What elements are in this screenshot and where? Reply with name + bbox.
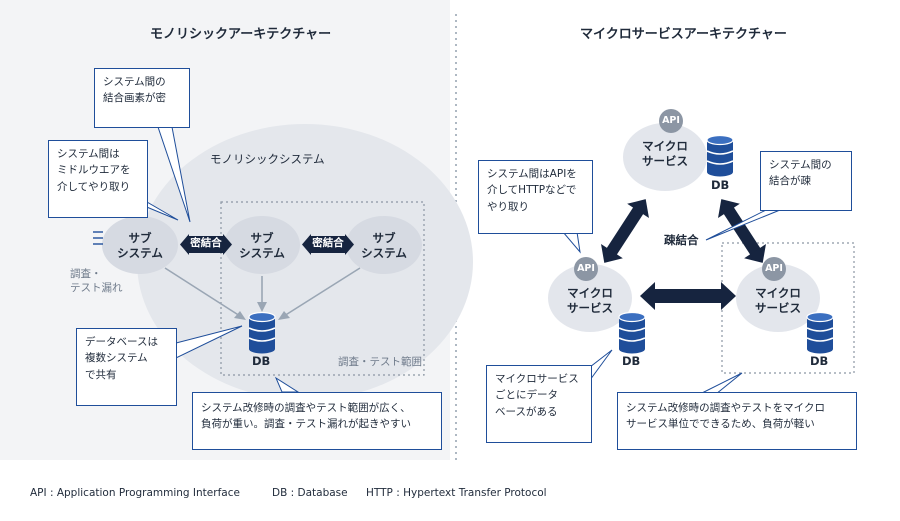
- callout-loose-coupling: システム間の 結合が疎: [760, 151, 852, 211]
- callout-pointers-right: [561, 209, 781, 395]
- database-icon: [248, 311, 276, 355]
- service-right-bubble: [736, 264, 820, 332]
- database-icon: [618, 311, 646, 355]
- database-icon: [806, 311, 834, 355]
- api-badge-top: [659, 109, 683, 133]
- test-miss-marks: [93, 231, 103, 245]
- callout-micro-change: システム改修時の調査やテストをマイクロ サービス単位でできるため、負荷が軽い: [617, 392, 857, 450]
- api-label-right: API: [765, 263, 783, 274]
- tight-coupling-label-2: 密結合: [312, 237, 344, 249]
- subsystem-1-bubble: [102, 216, 178, 274]
- callout-shared-db: データベースは 複数システム で共有: [76, 328, 177, 406]
- api-label-left: API: [577, 263, 595, 274]
- loose-coupling-arrow-left: [601, 199, 649, 263]
- loose-coupling-label: 疎結合: [664, 233, 699, 247]
- microservices-title: マイクロサービスアーキテクチャー: [580, 27, 787, 42]
- service-top-bubble: [623, 123, 707, 191]
- arrowhead: [278, 311, 290, 320]
- service-right-label: マイクロ サービス: [755, 286, 801, 315]
- subsystem-1-label: サブ システム: [117, 231, 163, 260]
- loose-coupling-arrow-bottom: [640, 282, 736, 310]
- subsystem-db-lines: [164, 267, 361, 317]
- service-right-db-label: DB: [810, 354, 829, 368]
- callout-coupling-density: システム間の 結合画素が密: [94, 68, 190, 128]
- monolith-title: モノリシックアーキテクチャー: [150, 27, 332, 42]
- loose-coupling-arrow-right: [718, 199, 766, 263]
- footer-api: API : Application Programming Interface: [30, 487, 240, 499]
- service-left-bubble: [548, 264, 632, 332]
- monolith-system-label: モノリシックシステム: [210, 152, 325, 166]
- arrowhead: [234, 311, 246, 320]
- api-badge-right: [762, 257, 786, 281]
- service-left-db-label: DB: [622, 354, 641, 368]
- database-icon: [706, 134, 734, 178]
- service-left-label: マイクロ サービス: [567, 286, 613, 315]
- footer-http: HTTP : Hypertext Transfer Protocol: [366, 487, 547, 499]
- monolith-db-label: DB: [252, 354, 271, 368]
- footer-db: DB : Database: [272, 487, 348, 499]
- subsystem-3-label: サブ システム: [361, 231, 407, 260]
- callout-middleware: システム間は ミドルウエアを 介してやり取り: [48, 140, 148, 218]
- subsystem-3-bubble: [346, 216, 422, 274]
- test-scope-label: 調査・テスト範囲: [338, 356, 422, 368]
- tight-coupling-label-1: 密結合: [190, 237, 222, 249]
- api-badge-left: [574, 257, 598, 281]
- api-label-top: API: [662, 115, 680, 126]
- callout-api-http: システム間はAPIを 介してHTTPなどで やり取り: [478, 160, 593, 234]
- test-miss-label: 調査・ テスト漏れ: [70, 268, 123, 294]
- tight-coupling-arrow-1: [180, 234, 232, 255]
- service-top-label: マイクロ サービス: [642, 139, 688, 168]
- tight-coupling-arrow-2: [302, 234, 354, 255]
- test-scope-box: [220, 201, 425, 376]
- subsystem-2-bubble: [224, 216, 300, 274]
- service-top-db-label: DB: [711, 178, 730, 192]
- callout-db-per-service: マイクロサービス ごとにデータ ベースがある: [486, 365, 592, 443]
- arrowhead: [257, 302, 267, 312]
- subsystem-2-label: サブ システム: [239, 231, 285, 260]
- callout-monolith-change: システム改修時の調査やテスト範囲が広く、 負荷が重い。調査・テスト漏れが起きやす…: [192, 392, 442, 450]
- service-test-scope-box: [721, 242, 855, 374]
